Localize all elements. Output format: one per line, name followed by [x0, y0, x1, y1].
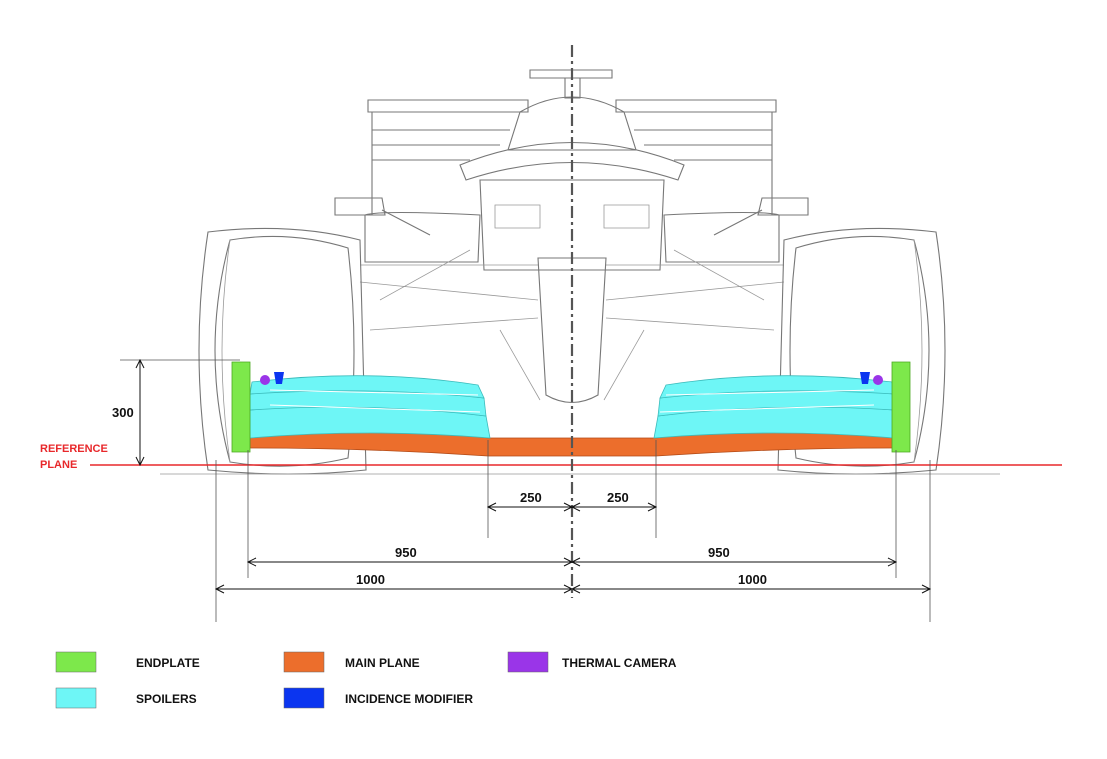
- legend-label-incidence-modifier: INCIDENCE MODIFIER: [345, 692, 473, 706]
- suspension-right: [605, 249, 785, 331]
- legend-swatch-incidence-modifier: [283, 687, 325, 709]
- tyre-right: [789, 235, 930, 467]
- legend-label-spoilers: SPOILERS: [136, 692, 197, 706]
- incidence-modifier-right: [860, 372, 870, 384]
- mid-right-dimension-label: 950: [708, 545, 730, 560]
- legend-swatch-spoilers: [55, 687, 97, 709]
- inner-right-dimension-label: 250: [607, 490, 629, 505]
- reference-plane-label-line1: REFERENCE: [40, 443, 108, 455]
- spoilers-left: [249, 375, 491, 439]
- incidence-modifier-left: [274, 372, 284, 384]
- halo: [459, 141, 685, 181]
- legend-item-incidence-modifier: INCIDENCE MODIFIER: [283, 687, 473, 709]
- legend-swatch-endplate: [55, 651, 97, 673]
- suspension-left: [359, 249, 539, 331]
- reference-plane: REFERENCE PLANE: [40, 443, 1062, 471]
- legend: ENDPLATE SPOILERS MAIN PLANE INCIDENCE M…: [55, 651, 677, 709]
- front-wing: [231, 361, 911, 457]
- legend-label-main-plane: MAIN PLANE: [345, 656, 420, 670]
- mirror-left: [334, 197, 431, 236]
- legend-item-thermal-camera: THERMAL CAMERA: [507, 651, 677, 673]
- tyre-left: [214, 235, 355, 467]
- mirror-right: [713, 197, 809, 236]
- legend-label-endplate: ENDPLATE: [136, 656, 200, 670]
- inner-left-dimension-label: 250: [520, 490, 542, 505]
- legend-item-main-plane: MAIN PLANE: [283, 651, 420, 673]
- legend-item-endplate: ENDPLATE: [55, 651, 200, 673]
- legend-item-spoilers: SPOILERS: [55, 687, 197, 709]
- legend-swatch-main-plane: [283, 651, 325, 673]
- thermal-camera-right: [873, 375, 883, 385]
- height-dimension-label: 300: [112, 405, 134, 420]
- legend-label-thermal-camera: THERMAL CAMERA: [562, 656, 677, 670]
- airbox: [507, 96, 637, 151]
- body: [364, 211, 780, 263]
- outer-left-dimension-label: 1000: [356, 572, 385, 587]
- dimensions: 300 250 250 950 950 1000 1000: [112, 358, 932, 622]
- cockpit: [479, 179, 665, 271]
- legend-swatch-thermal-camera: [507, 651, 549, 673]
- reference-plane-label-line2: PLANE: [40, 459, 77, 471]
- outer-right-dimension-label: 1000: [738, 572, 767, 587]
- thermal-camera-left: [260, 375, 270, 385]
- rear-wing-left: [367, 99, 529, 215]
- car-outline: [160, 69, 1000, 475]
- rear-wing-right: [615, 99, 777, 215]
- nose: [537, 257, 607, 404]
- endplate-left: [231, 361, 251, 453]
- mid-left-dimension-label: 950: [395, 545, 417, 560]
- endplate-right: [891, 361, 911, 453]
- spoilers-right: [653, 375, 895, 439]
